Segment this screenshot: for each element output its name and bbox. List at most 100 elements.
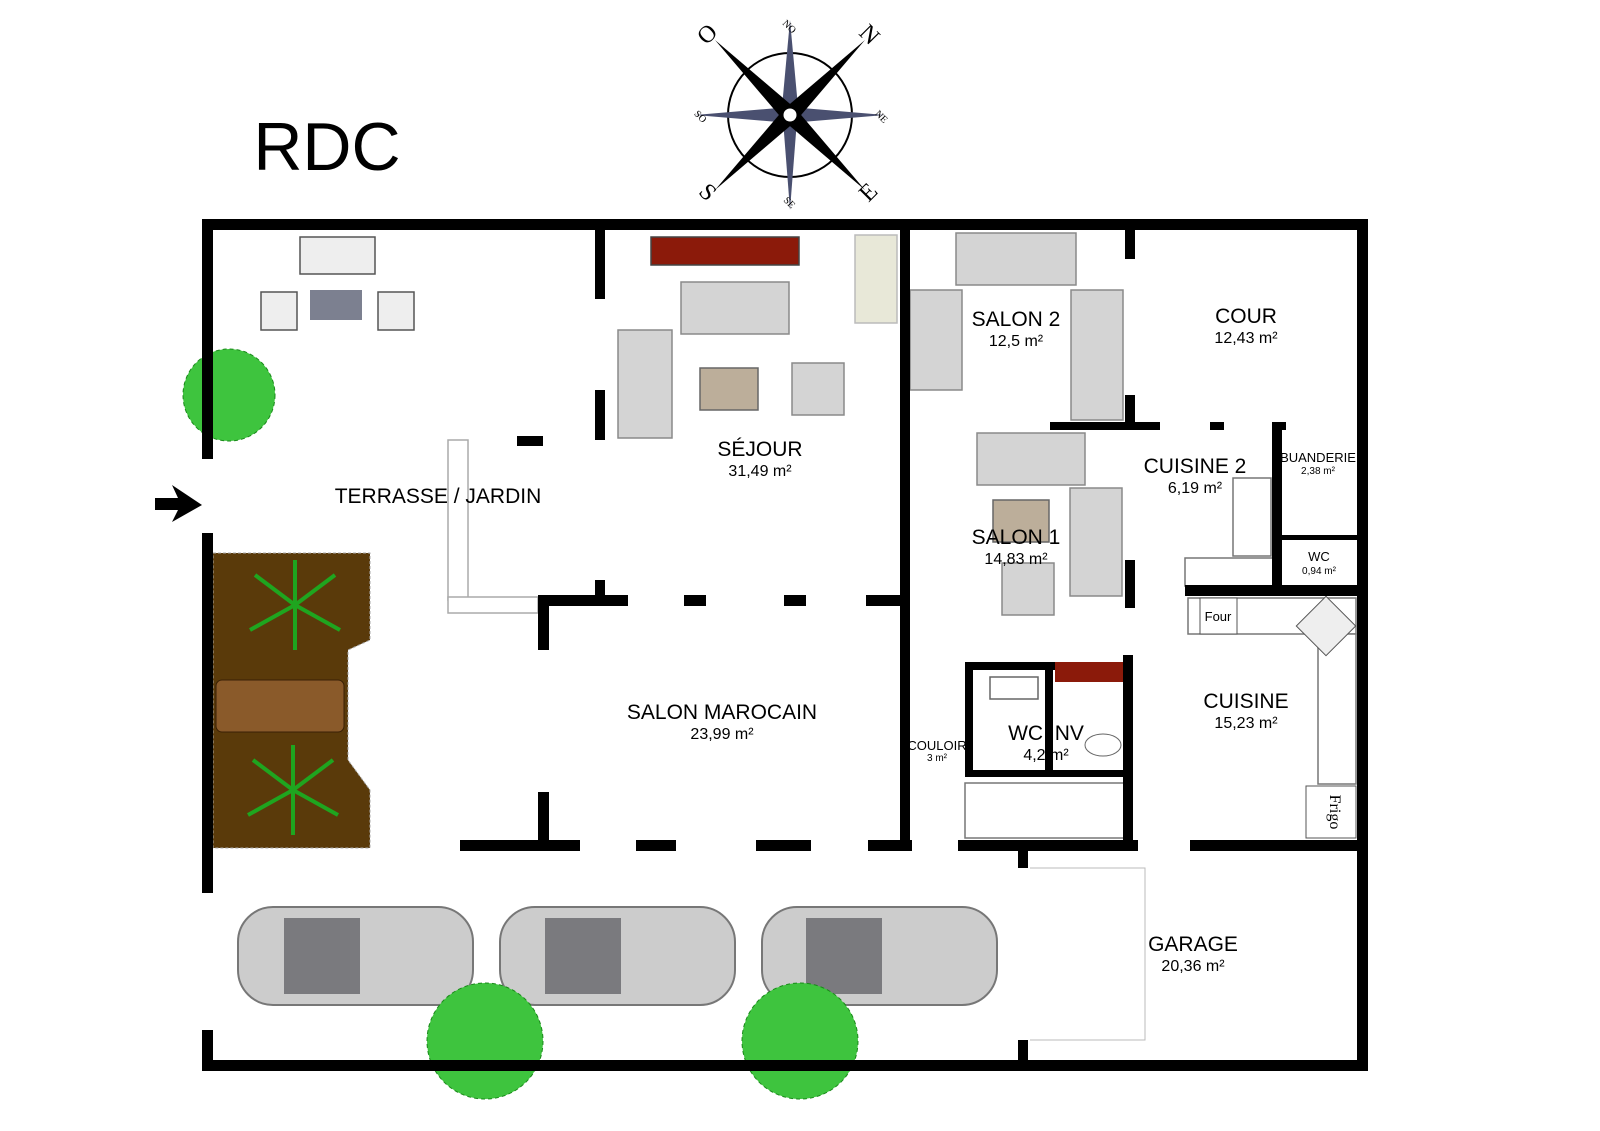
room-salon1-area: 14,83 m² — [984, 551, 1048, 568]
floor-title: RDC — [253, 109, 400, 185]
parked-cars — [237, 906, 998, 1006]
wall — [900, 219, 910, 844]
armchair — [791, 362, 845, 416]
garage-door-swing — [1030, 867, 1146, 1041]
compass-s: S — [693, 179, 721, 207]
wall — [1357, 219, 1368, 1071]
coffee-table — [699, 367, 759, 411]
room-buanderie-name: BUANDERIE — [1280, 450, 1356, 465]
tree — [182, 348, 276, 442]
wall — [636, 840, 676, 851]
car-roof — [806, 918, 882, 994]
room-salon-marocain-name: SALON MAROCAIN — [627, 701, 817, 724]
tv-cabinet — [650, 236, 800, 266]
sofa — [680, 281, 790, 335]
planter — [212, 552, 371, 849]
room-salon2-name: SALON 2 — [972, 308, 1061, 331]
room-salon1-name: SALON 1 — [972, 526, 1061, 549]
tree — [426, 982, 544, 1100]
car-roof — [284, 918, 360, 994]
sofa — [909, 289, 963, 391]
wall — [684, 595, 706, 606]
plant-leaf — [253, 573, 297, 607]
room-garage-name: GARAGE — [1148, 933, 1238, 956]
room-wc-inv-area: 4,2 m² — [1023, 747, 1069, 764]
compass-o: O — [692, 19, 723, 50]
wall — [1272, 422, 1282, 590]
sofa — [1070, 289, 1124, 421]
room-wc-inv-name: WC INV — [1008, 722, 1084, 745]
compass-se: SE — [781, 195, 797, 211]
counter — [1184, 557, 1274, 587]
room-cour-area: 12,43 m² — [1214, 330, 1278, 347]
lounge-chair — [260, 291, 298, 331]
tree — [741, 982, 859, 1100]
coffee-table — [992, 499, 1050, 543]
plant-leaf — [247, 788, 294, 817]
sofa — [1069, 487, 1123, 597]
counter — [1317, 633, 1357, 785]
room-salon2-area: 12,5 m² — [989, 333, 1044, 350]
lounge-table — [310, 290, 362, 320]
entrance-arrow-icon — [155, 485, 202, 522]
wall — [202, 533, 213, 893]
plant-leaf — [293, 573, 337, 607]
fridge — [1305, 785, 1357, 839]
plant-leaf — [294, 603, 341, 632]
wall — [1210, 422, 1224, 430]
wall — [784, 595, 806, 606]
wall — [1018, 1040, 1028, 1062]
compass-so: SO — [692, 109, 709, 126]
room-buanderie-area: 2,38 m² — [1301, 466, 1336, 477]
room-wc-area: 0,94 m² — [1302, 566, 1337, 577]
compass-ne: NE — [872, 108, 889, 125]
fridge-label: Frigo — [1326, 795, 1343, 830]
walls — [202, 219, 1368, 1071]
wall — [202, 1060, 1368, 1071]
wall — [1125, 560, 1135, 608]
wall — [202, 1030, 213, 1071]
plant-icon — [247, 560, 341, 835]
room-couloir-area: 3 m² — [927, 753, 948, 764]
room-cour-name: COUR — [1215, 305, 1277, 328]
room-terrasse-name: TERRASSE / JARDIN — [335, 485, 542, 508]
stairs — [964, 782, 1126, 839]
sofa — [617, 329, 673, 439]
plant-leaf — [291, 758, 335, 792]
wall — [202, 219, 1368, 230]
wall — [1050, 422, 1160, 430]
room-sejour-area: 31,49 m² — [728, 463, 792, 480]
wall — [540, 595, 628, 606]
wall — [1045, 662, 1053, 772]
room-garage-area: 20,36 m² — [1161, 958, 1225, 975]
room-cuisine-area: 15,23 m² — [1214, 715, 1278, 732]
wall — [1185, 585, 1365, 596]
room-salon-marocain-area: 23,99 m² — [690, 726, 754, 743]
lounge-sofa — [299, 236, 376, 275]
sink — [989, 676, 1039, 700]
car-roof — [545, 918, 621, 994]
compass-no: NO — [780, 18, 798, 36]
counter — [1232, 477, 1272, 557]
room-cuisine2-area: 6,19 m² — [1168, 480, 1223, 497]
wall — [866, 595, 906, 606]
wall — [958, 840, 1138, 851]
wall — [1125, 395, 1135, 425]
wall — [460, 840, 580, 851]
wall — [538, 792, 549, 844]
wall — [595, 390, 605, 440]
oven — [1199, 597, 1238, 635]
fireplace — [854, 234, 898, 324]
wall — [868, 840, 912, 851]
wall — [965, 770, 1130, 777]
sofa — [976, 432, 1086, 486]
sofa — [955, 232, 1077, 286]
armchair — [1001, 562, 1055, 616]
oven-label: Four — [1205, 609, 1232, 624]
terrace-bench — [447, 596, 539, 614]
room-couloir-name: COULOIR — [907, 738, 966, 753]
plant-leaf — [251, 758, 295, 792]
room-wc-name: WC — [1308, 549, 1330, 564]
wall — [965, 662, 1055, 670]
